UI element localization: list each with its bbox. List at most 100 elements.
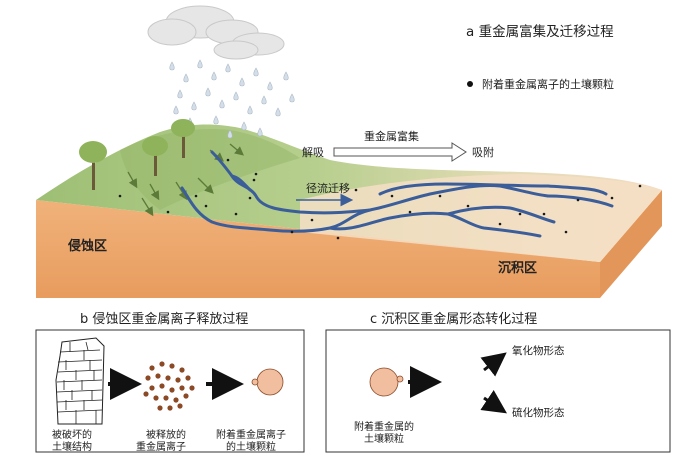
caption-broken-soil-2: 土壤结构: [52, 440, 92, 453]
enrichment-label: 重金属富集: [364, 129, 419, 143]
raindrop: [253, 67, 259, 77]
soil-particle-dot: [564, 230, 568, 234]
caption-particle-2: 土壤颗粒: [364, 432, 404, 445]
soil-particle-dot: [248, 196, 252, 200]
soil-particle-dot: [252, 178, 256, 182]
sulfide-arrow-icon: [480, 390, 507, 414]
heavy-metal-ion: [179, 367, 185, 373]
heavy-metal-ion: [149, 365, 155, 371]
heavy-metal-ion: [175, 377, 181, 383]
soil-particle-dot: [226, 158, 230, 162]
desorption-label: 解吸: [302, 145, 324, 159]
heavy-metal-ion: [169, 387, 175, 393]
legend-dot-icon: [467, 81, 473, 87]
soil-particle-dot: [194, 194, 198, 198]
river-channels: [180, 150, 614, 238]
caption-released-ions-2: 重金属离子: [136, 440, 186, 453]
soil-particle-dot: [518, 212, 522, 216]
soil-particle-dot: [310, 218, 314, 222]
soil-particle-dot: [466, 204, 470, 208]
raindrop: [267, 81, 273, 91]
broken-soil-structure-icon: [55, 337, 105, 425]
heavy-metal-ion: [167, 405, 173, 411]
soil-particle-dot: [610, 196, 614, 200]
raindrop: [191, 101, 197, 111]
soil-particle-dot: [336, 236, 340, 240]
raindrop: [197, 59, 203, 69]
heavy-metal-ion: [157, 405, 163, 411]
raindrop: [275, 107, 281, 117]
soil-particle-dot: [354, 188, 358, 192]
heavy-metal-ion: [179, 385, 185, 391]
soil-particle-dot: [576, 198, 580, 202]
sulfide-label: 硫化物形态: [512, 406, 565, 419]
raindrop: [261, 95, 267, 105]
heavy-metal-ion: [183, 393, 189, 399]
raindrop: [225, 63, 231, 73]
soil-particle-dot: [438, 194, 442, 198]
raindrop: [177, 89, 183, 99]
soil-particle-dot: [498, 222, 502, 226]
soil-block-side: [600, 190, 662, 298]
rain-cloud-icon: [147, 5, 285, 60]
heavy-metal-ion: [159, 361, 165, 367]
heavy-metal-ion: [159, 383, 165, 389]
heavy-metal-ion: [169, 363, 175, 369]
soil-particles: [118, 158, 642, 240]
raindrops: [169, 59, 295, 139]
caption-soil-particle-2: 的土壤颗粒: [226, 440, 276, 453]
soil-particle-dot: [290, 230, 294, 234]
raindrop: [213, 115, 219, 125]
heavy-metal-ion: [149, 385, 155, 391]
soil-block-front: [36, 200, 600, 298]
heavy-metal-ion: [185, 375, 191, 381]
soil-particle-icon: [251, 368, 284, 396]
panel-a: a 重金属富集及迁移过程 附着重金属离子的土壤颗粒 解吸 重金属富集 吸附 径流…: [36, 5, 662, 298]
raindrop: [241, 121, 247, 131]
soil-particle-icon: [369, 367, 404, 397]
deposition-zone-label: 沉积区: [498, 260, 537, 276]
oxide-label: 氧化物形态: [512, 344, 565, 357]
panel-b: b 侵蚀区重金属离子释放过程: [35, 311, 305, 453]
raindrop: [169, 61, 175, 71]
tree-icon: [79, 119, 195, 190]
heavy-metal-ion: [155, 373, 161, 379]
raindrop: [205, 87, 211, 97]
soil-particle-dot: [408, 210, 412, 214]
raindrop: [257, 127, 263, 137]
soil-particle-dot: [166, 210, 170, 214]
panel-a-title: a 重金属富集及迁移过程: [466, 23, 614, 40]
enrichment-arrow-icon: [333, 142, 467, 162]
panel-c-title: c 沉积区重金属形态转化过程: [370, 311, 537, 327]
raindrop: [183, 73, 189, 83]
soil-particle-dot: [254, 172, 258, 176]
adsorption-label: 吸附: [472, 145, 494, 159]
erosion-zone-label: 侵蚀区: [67, 238, 107, 254]
raindrop: [219, 99, 225, 109]
soil-particle-dot: [542, 212, 546, 216]
caption-soil-particle-1: 附着重金属离子: [216, 428, 286, 441]
runoff-label: 径流迁移: [306, 181, 350, 195]
raindrop: [173, 105, 179, 115]
heavy-metal-ion: [173, 397, 179, 403]
released-ions-icon: [143, 361, 195, 411]
raindrop: [211, 71, 217, 81]
panel-b-title: b 侵蚀区重金属离子释放过程: [80, 311, 248, 327]
soil-particle-dot: [118, 194, 122, 198]
heavy-metal-ion: [189, 385, 195, 391]
caption-released-ions-1: 被释放的: [146, 428, 186, 441]
legend-dot-label: 附着重金属离子的土壤颗粒: [482, 77, 614, 91]
caption-broken-soil-1: 被破坏的: [52, 428, 92, 441]
raindrop: [239, 77, 245, 87]
soil-particle-dot: [390, 194, 394, 198]
soil-particle-dot: [638, 184, 642, 188]
heavy-metal-ion: [145, 375, 151, 381]
heavy-metal-ion: [163, 395, 169, 401]
raindrop: [227, 129, 233, 139]
soil-particle-dot: [234, 212, 238, 216]
heavy-metal-ion: [143, 391, 149, 397]
heavy-metal-ion: [165, 375, 171, 381]
raindrop: [283, 71, 289, 81]
panel-c: c 沉积区重金属形态转化过程 氧化物形态 硫化物形态 附着重金属的 土壤颗粒: [325, 311, 671, 453]
